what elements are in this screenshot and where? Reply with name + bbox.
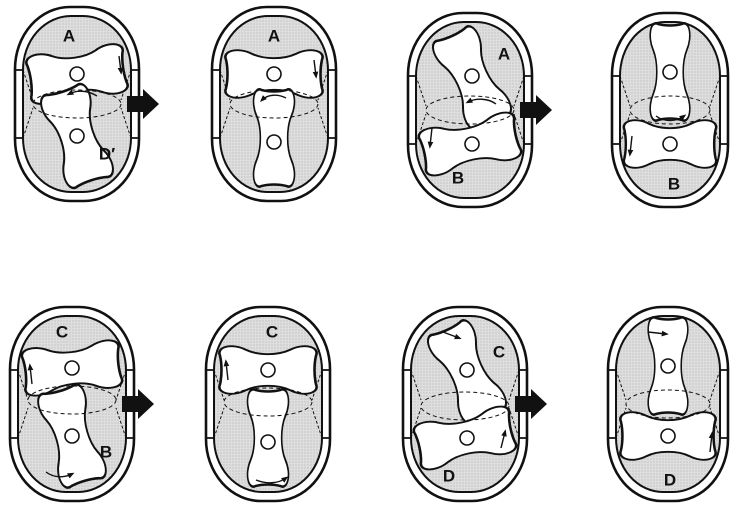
chamber-label: D [443, 467, 455, 486]
chamber-label: B [668, 175, 680, 194]
chamber-label: A [268, 27, 280, 46]
lower-shaft [267, 135, 281, 149]
chamber-label: C [266, 323, 278, 342]
panel-4: B [612, 13, 728, 207]
lower-shaft [663, 137, 677, 151]
chamber-label: C [56, 323, 68, 342]
upper-shaft [460, 363, 474, 377]
panel-2: A [212, 7, 336, 201]
lower-shaft [465, 137, 479, 151]
upper-shaft [65, 361, 79, 375]
panel-3: A B [408, 13, 552, 207]
chamber-label: A [63, 27, 75, 46]
upper-shaft [661, 359, 675, 373]
lower-shaft [460, 431, 474, 445]
lower-shaft [661, 429, 675, 443]
lower-shaft [70, 129, 84, 143]
chamber-label: B [452, 169, 464, 188]
panel-6: C [206, 307, 330, 501]
upper-shaft [70, 67, 84, 81]
chamber-label: D′ [99, 145, 115, 164]
chamber-label: D [664, 471, 676, 490]
chamber-label: C [493, 343, 505, 362]
panel-1: A D′ [15, 7, 159, 201]
upper-shaft [663, 65, 677, 79]
upper-shaft [267, 67, 281, 81]
lower-shaft [261, 435, 275, 449]
panel-5: C B [10, 307, 154, 501]
chamber-label: A [498, 45, 510, 64]
upper-shaft [465, 69, 479, 83]
panel-8: D [608, 307, 728, 501]
panel-7: C D [403, 307, 547, 501]
upper-shaft [261, 363, 275, 377]
lower-shaft [65, 429, 79, 443]
chamber-label: B [100, 443, 112, 462]
